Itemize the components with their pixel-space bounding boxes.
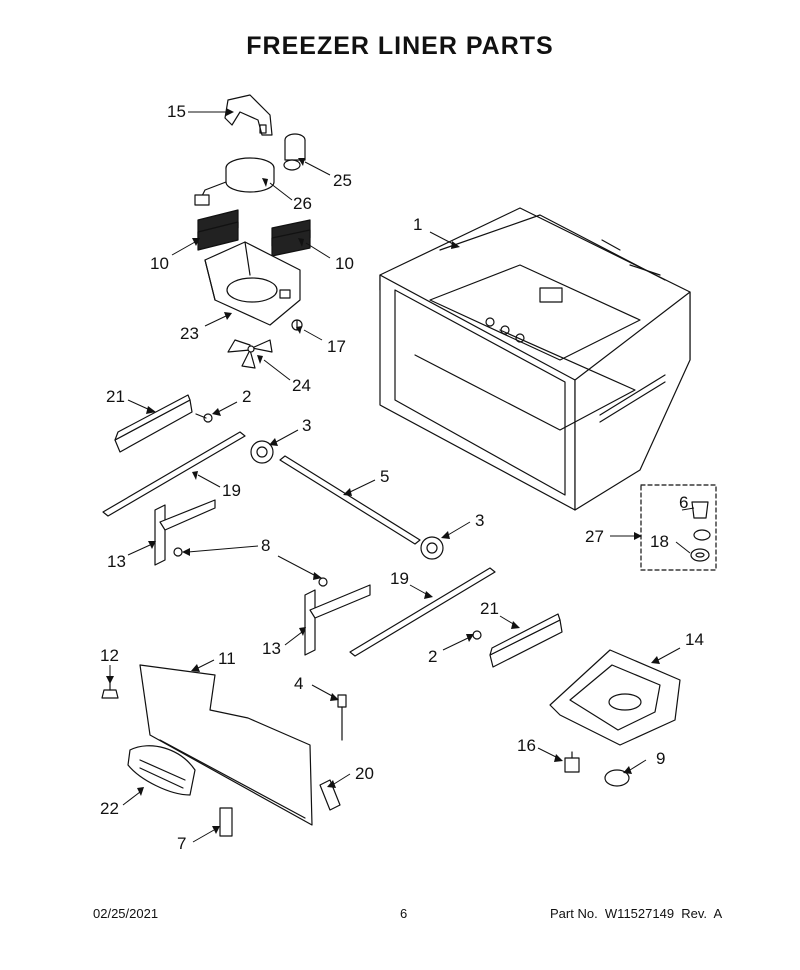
callout-14: 14 — [685, 630, 704, 649]
callout-12: 12 — [100, 646, 119, 665]
cover-panel — [139, 664, 313, 826]
callout-23: 23 — [180, 324, 199, 343]
leader-lines — [106, 108, 695, 843]
callout-3-left: 3 — [302, 416, 312, 435]
screw-8 — [173, 547, 328, 587]
callout-21-right: 21 — [480, 599, 499, 618]
footer-page-number: 6 — [400, 906, 408, 921]
callout-5: 5 — [380, 467, 390, 486]
callout-7: 7 — [177, 834, 187, 853]
callout-10-right: 10 — [335, 254, 354, 273]
fan-blade — [227, 339, 273, 369]
callout-24: 24 — [292, 376, 311, 395]
gear-right — [420, 536, 444, 560]
freezer-liner-bin — [379, 207, 691, 511]
bracket — [224, 94, 273, 136]
callout-15: 15 — [167, 102, 186, 121]
callout-17: 17 — [327, 337, 346, 356]
page-title: FREEZER LINER PARTS — [246, 32, 554, 60]
drawer-slide-left — [114, 394, 193, 453]
slide-bracket-right — [304, 584, 371, 656]
drawer-slide-right — [489, 613, 563, 668]
slide-bracket-left — [154, 499, 216, 566]
strip — [319, 779, 341, 811]
callout-19-left: 19 — [222, 481, 241, 500]
connector — [219, 807, 233, 837]
shaft — [279, 455, 421, 545]
grille — [127, 745, 196, 796]
callout-25: 25 — [333, 171, 352, 190]
callout-10-left: 10 — [150, 254, 169, 273]
gear-left — [250, 440, 274, 464]
footer-date: 02/25/2021 — [93, 906, 159, 921]
sensor — [337, 694, 347, 741]
callout-19-right: 19 — [390, 569, 409, 588]
rail-left — [102, 431, 246, 517]
damper-valve — [283, 133, 306, 171]
callout-16: 16 — [517, 736, 536, 755]
switch — [564, 751, 580, 773]
callout-3-right: 3 — [475, 511, 485, 530]
callout-2-lower: 2 — [428, 647, 438, 666]
callout-1: 1 — [413, 215, 423, 234]
callout-4: 4 — [294, 674, 304, 693]
callout-6: 6 — [679, 493, 689, 512]
fan-motor — [194, 157, 275, 206]
filter-cap — [691, 501, 711, 541]
callout-21-left: 21 — [106, 387, 125, 406]
fan-housing — [204, 241, 301, 326]
callout-27: 27 — [585, 527, 604, 546]
callout-13-right: 13 — [262, 639, 281, 658]
footer-part-number: Part No. W11527149 Rev. A — [550, 906, 723, 921]
screw-right — [472, 630, 482, 640]
screw-left-upper — [195, 413, 213, 423]
kit-group-box — [640, 484, 717, 571]
callout-18: 18 — [650, 532, 669, 551]
tray-housing — [549, 649, 681, 746]
foam-pad-right — [271, 219, 311, 257]
grommet — [690, 548, 710, 562]
callout-26: 26 — [293, 194, 312, 213]
callout-8: 8 — [261, 536, 271, 555]
callout-2-upper: 2 — [242, 387, 252, 406]
knob — [604, 769, 630, 787]
rail-right — [349, 567, 496, 657]
callout-13-left: 13 — [107, 552, 126, 571]
callout-9: 9 — [656, 749, 666, 768]
callout-22: 22 — [100, 799, 119, 818]
callout-11: 11 — [218, 649, 236, 668]
foam-pad-left — [197, 209, 239, 251]
callout-20: 20 — [355, 764, 374, 783]
